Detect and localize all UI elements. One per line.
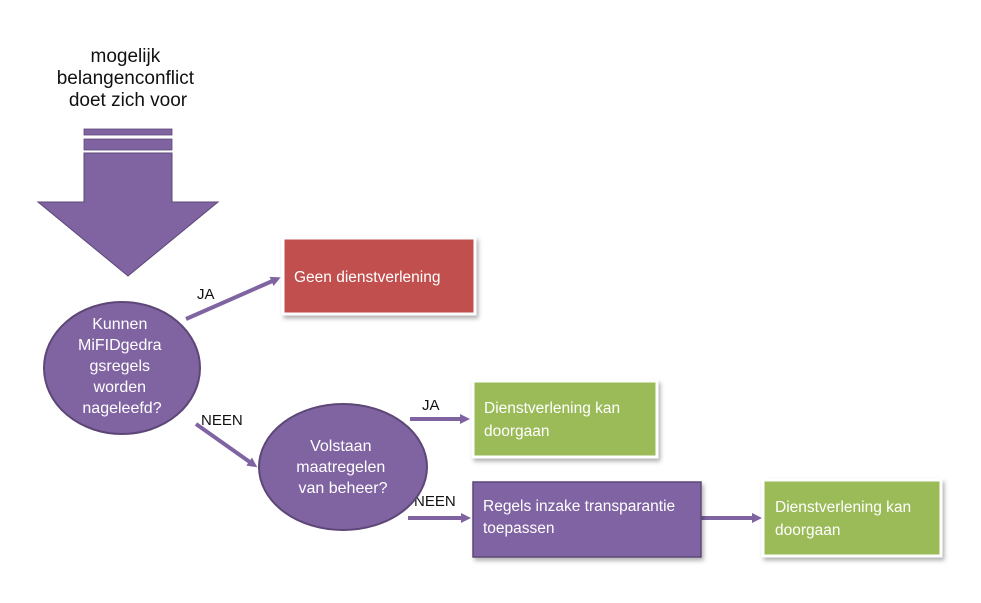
box-continue-1: Dienstverlening kan doorgaan (471, 379, 659, 459)
decision-2-line-3: van beheer? (299, 480, 388, 497)
decision-1-line-3: gsregels (90, 358, 150, 375)
decision-2-line-2: maatregelen (296, 459, 385, 476)
box-transparency: Regels inzake transparantie toepassen (472, 481, 702, 558)
box-no-service-text: Geen dienstverlening (294, 269, 441, 286)
header-line-3: doet zich voor (69, 90, 188, 111)
decision-1-line-1: Kunnen (92, 316, 147, 333)
edge-label-d1-no: NEEN (201, 412, 243, 429)
box-continue-1-text: Dienstverlening kan doorgaan (484, 400, 624, 440)
edge-label-d1-yes: JA (197, 286, 215, 303)
box-transparency-text: Regels inzake transparantie toepassen (483, 498, 679, 537)
decision-1-line-5: nageleefd? (82, 400, 161, 417)
decision-1-text: Kunnen MiFIDgedra gsregels worden nagele… (78, 316, 166, 417)
decision-1-line-2: MiFIDgedra (78, 337, 162, 354)
decision-2: Volstaan maatregelen van beheer? (258, 403, 428, 531)
arrow-d1-no (194, 422, 258, 468)
box-no-service: Geen dienstverlening (281, 236, 477, 316)
decision-2-line-1: Volstaan (310, 438, 371, 455)
box-transparency-line-2: toepassen (483, 520, 555, 537)
decision-1-line-4: worden (93, 379, 146, 396)
edge-label-d2-no: NEEN (414, 493, 456, 510)
edge-label-d2-yes: JA (422, 397, 440, 414)
box-continue-1-line-2: doorgaan (484, 423, 550, 440)
box-transparency-line-1: Regels inzake transparantie (483, 498, 675, 515)
start-arrow (36, 128, 220, 277)
header-line-2: belangenconflict (57, 68, 195, 89)
box-continue-2: Dienstverlening kan doorgaan (761, 478, 943, 558)
box-continue-2-text: Dienstverlening kan doorgaan (775, 499, 915, 539)
decision-2-text: Volstaan maatregelen van beheer? (296, 438, 389, 497)
header-line-1: mogelijk (91, 46, 161, 67)
decision-1: Kunnen MiFIDgedra gsregels worden nagele… (43, 301, 201, 435)
box-continue-1-line-1: Dienstverlening kan (484, 400, 620, 417)
arrow-d1-yes (185, 276, 281, 321)
box-continue-2-line-2: doorgaan (775, 522, 841, 539)
header-text: mogelijk belangenconflict doet zich voor (57, 46, 200, 111)
box-continue-2-line-1: Dienstverlening kan (775, 499, 911, 516)
connectors (185, 276, 762, 523)
